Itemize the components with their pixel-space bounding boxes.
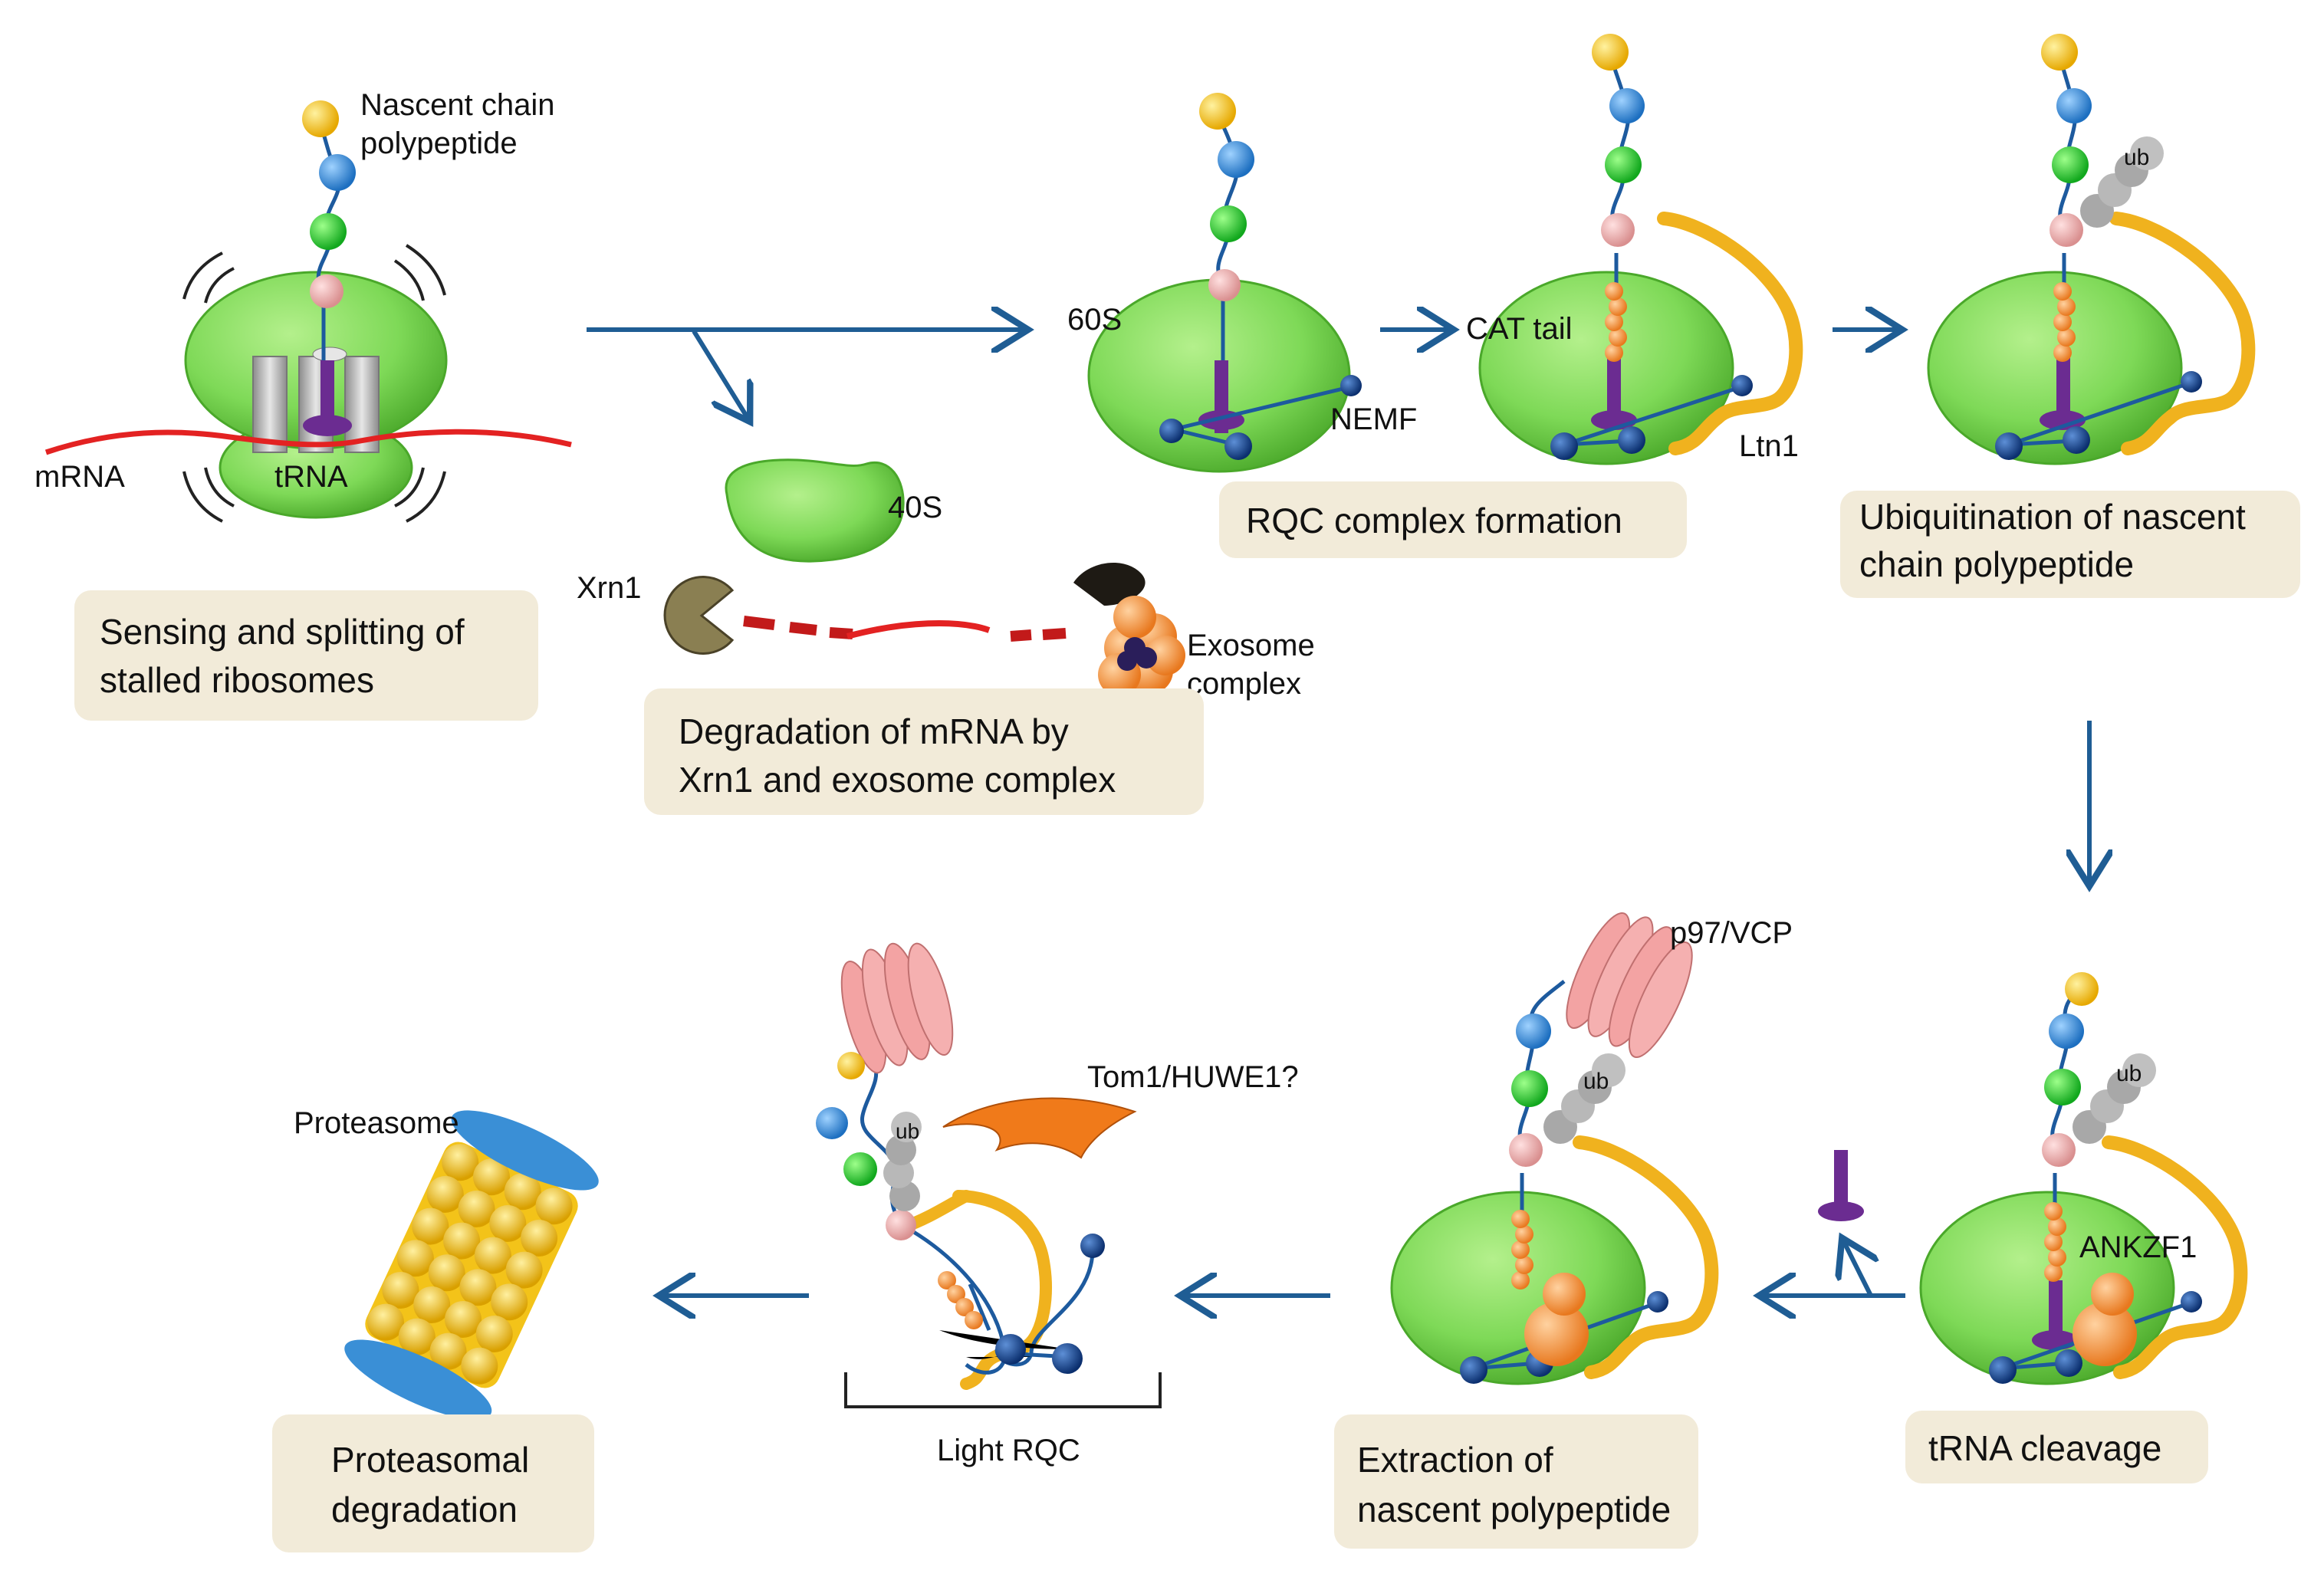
40s-label: 40S bbox=[888, 491, 942, 524]
p97-vcp-label: p97/VCP bbox=[1670, 916, 1793, 950]
caption-sensing-2: stalled ribosomes bbox=[100, 660, 374, 700]
cat-tail-label: CAT tail bbox=[1466, 312, 1573, 346]
caption-mrna-degradation-2: Xrn1 and exosome complex bbox=[679, 760, 1116, 800]
xrn1-label: Xrn1 bbox=[577, 571, 642, 605]
caption-ubiquitination-1: Ubiquitination of nascent bbox=[1859, 497, 2246, 537]
mrna-strand bbox=[44, 429, 572, 455]
trna-label: tRNA bbox=[274, 460, 348, 494]
ribosome-ankzf1 bbox=[1919, 972, 2248, 1385]
light-rqc-label: Light RQC bbox=[937, 1434, 1080, 1467]
proteasome bbox=[344, 1110, 599, 1420]
tom1-huwe1-ligase bbox=[942, 1097, 1137, 1159]
proteasome-label: Proteasome bbox=[294, 1106, 459, 1140]
60s-label: 60S bbox=[1067, 303, 1122, 337]
ub-label-3: ub bbox=[1583, 1069, 1609, 1094]
ub-label-2: ub bbox=[2116, 1061, 2142, 1086]
stalled-ribosome bbox=[44, 100, 572, 523]
caption-ubiquitination-2: chain polypeptide bbox=[1859, 544, 2134, 584]
ribosome-ubiquitinated bbox=[1927, 34, 2256, 465]
released-trna bbox=[1818, 1150, 1864, 1221]
process-arrows bbox=[587, 330, 2089, 1296]
light-rqc-bracket bbox=[844, 1372, 1162, 1408]
p97-vcp-hexamer bbox=[1566, 912, 1693, 1059]
degraded-mrna bbox=[743, 616, 1067, 642]
caption-proteasomal-2: degradation bbox=[331, 1490, 518, 1529]
nascent-chain-label-1: Nascent chain bbox=[360, 88, 554, 122]
caption-proteasomal-1: Proteasomal bbox=[331, 1440, 529, 1480]
caption-extraction-1: Extraction of bbox=[1357, 1440, 1553, 1480]
xrn1-exonuclease bbox=[663, 576, 735, 655]
ub-label-1: ub bbox=[2124, 145, 2149, 170]
ankzf1-label: ANKZF1 bbox=[2079, 1230, 2197, 1264]
ribosome-60s-nemf bbox=[1087, 93, 1362, 473]
ub-label-4: ub bbox=[896, 1119, 919, 1143]
ribosome-p97-extraction bbox=[1390, 912, 1719, 1385]
tom1-huwe1-label: Tom1/HUWE1? bbox=[1087, 1060, 1299, 1094]
nascent-chain-label-2: polypeptide bbox=[360, 126, 518, 160]
light-rqc-complex bbox=[816, 942, 1137, 1390]
caption-trna-cleavage: tRNA cleavage bbox=[1928, 1428, 2161, 1468]
ltn1-protein bbox=[1657, 212, 1803, 455]
caption-mrna-degradation-1: Degradation of mRNA by bbox=[679, 711, 1069, 751]
exosome-complex bbox=[1073, 562, 1185, 696]
mrna-label: mRNA bbox=[35, 460, 125, 494]
caption-extraction-2: nascent polypeptide bbox=[1357, 1490, 1671, 1529]
ltn1-label: Ltn1 bbox=[1739, 429, 1799, 463]
ribosome-cat-tail-ltn1 bbox=[1478, 34, 1803, 465]
free-40s-subunit bbox=[725, 458, 905, 563]
caption-sensing-1: Sensing and splitting of bbox=[100, 612, 465, 652]
exosome-label-1: Exosome bbox=[1187, 629, 1315, 662]
nemf-label: NEMF bbox=[1330, 402, 1417, 436]
caption-rqc-formation: RQC complex formation bbox=[1246, 501, 1622, 540]
exosome-label-2: complex bbox=[1187, 667, 1301, 701]
